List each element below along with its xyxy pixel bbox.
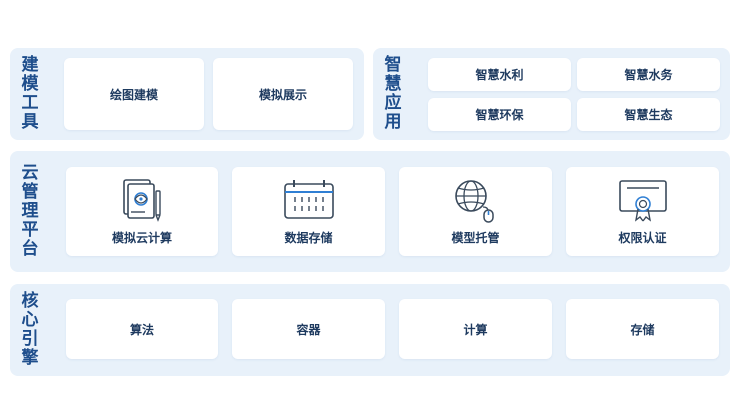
title-char: 云 [21,163,39,183]
certificate-icon [615,177,671,223]
card-label: 模拟展示 [258,87,307,102]
card-label: 智慧生态 [624,108,673,122]
cloud-platform-panel: 云 管 理 平 台 模拟云计算 [10,151,730,272]
smart-environment-card[interactable]: 智慧环保 [428,98,571,131]
title-char: 管 [21,182,39,202]
data-storage-card[interactable]: 数据存储 [232,167,385,256]
card-label: 权限认证 [618,231,667,245]
title-char: 核 [21,291,39,311]
card-label: 绘图建模 [109,87,158,102]
card-label: 计算 [463,322,488,337]
title-char: 引 [21,329,39,349]
smart-apps-panel: 智 慧 应 用 智慧水利 智慧水务 智慧环保 智慧生态 [373,48,730,140]
title-char: 用 [384,112,402,132]
title-char: 智 [384,55,402,75]
globe-mouse-icon [448,177,504,223]
card-label: 模拟云计算 [111,231,172,245]
smart-apps-title: 智 慧 应 用 [381,48,405,140]
title-char: 具 [21,112,39,132]
model-hosting-card[interactable]: 模型托管 [399,167,552,256]
title-char: 应 [384,93,402,113]
container-card[interactable]: 容器 [232,299,385,359]
core-engine-panel: 核 心 引 擎 算法 容器 计算 存储 [10,284,730,376]
drawing-modeling-card[interactable]: 绘图建模 [64,58,204,130]
title-char: 理 [21,201,39,221]
title-char: 擎 [21,348,39,368]
smart-water-affairs-card[interactable]: 智慧水务 [577,58,720,91]
core-engine-title: 核 心 引 擎 [18,284,42,376]
modeling-tools-title: 建 模 工 具 [18,48,42,140]
smart-water-conservancy-card[interactable]: 智慧水利 [428,58,571,91]
title-char: 平 [21,220,39,240]
title-char: 台 [21,239,39,259]
algorithm-card[interactable]: 算法 [66,299,218,359]
card-label: 智慧环保 [475,108,524,122]
title-char: 心 [21,310,39,330]
card-label: 数据存储 [284,231,333,245]
simulation-document-icon [114,177,170,223]
card-label: 容器 [296,322,321,337]
title-char: 工 [21,93,39,113]
card-label: 智慧水务 [624,68,673,82]
modeling-tools-panel: 建 模 工 具 绘图建模 模拟展示 [10,48,364,140]
card-label: 存储 [630,322,655,337]
title-char: 慧 [384,74,402,94]
title-char: 模 [21,74,39,94]
simulation-display-card[interactable]: 模拟展示 [213,58,353,130]
permission-authentication-card[interactable]: 权限认证 [566,167,719,256]
simulation-cloud-computing-card[interactable]: 模拟云计算 [66,167,218,256]
title-char: 建 [21,55,39,75]
card-label: 算法 [129,322,154,337]
computing-card[interactable]: 计算 [399,299,552,359]
card-label: 模型托管 [451,231,500,245]
storage-card[interactable]: 存储 [566,299,719,359]
card-label: 智慧水利 [475,68,524,82]
calendar-grid-icon [281,177,337,223]
smart-ecology-card[interactable]: 智慧生态 [577,98,720,131]
cloud-platform-title: 云 管 理 平 台 [18,151,42,272]
